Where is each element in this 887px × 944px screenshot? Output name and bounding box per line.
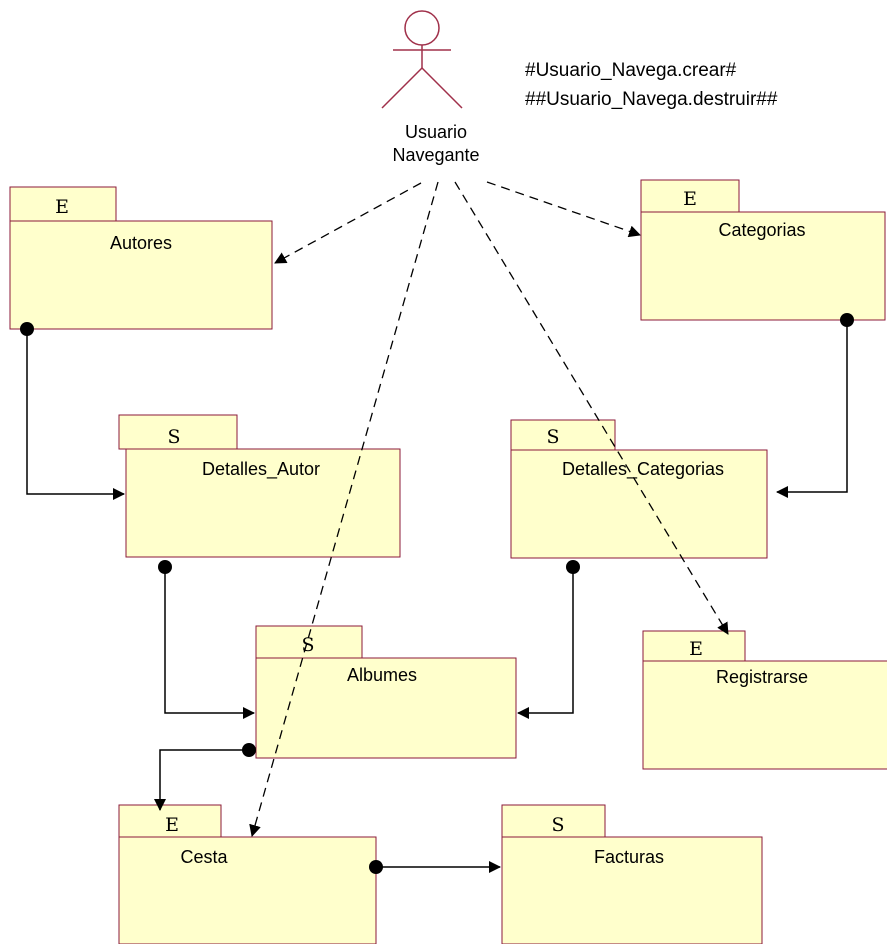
package-tab [501, 804, 606, 838]
package-stereotype: S [167, 426, 180, 448]
package-name: Categorias [718, 220, 805, 240]
package-tab [510, 419, 616, 451]
package-body [118, 836, 377, 944]
package-tab [118, 414, 238, 450]
package-autores[interactable]: E Autores [9, 186, 273, 330]
actor-name-line2: Navegante [392, 145, 479, 165]
package-name: Detalles_Autor [202, 459, 320, 480]
dependency-actor-categorias [486, 181, 641, 238]
package-tab [9, 186, 117, 222]
actor-left-leg [381, 67, 423, 109]
package-stereotype: E [689, 638, 703, 660]
package-body [501, 836, 763, 944]
dot-albumes [242, 743, 256, 757]
package-tab [118, 804, 222, 838]
package-detalles-categorias[interactable]: S Detalles_Categorias [510, 419, 768, 559]
package-name: Detalles_Categorias [562, 459, 724, 480]
connector-categorias-detalles-categorias [776, 320, 848, 498]
package-detalles-autor[interactable]: S Detalles_Autor [118, 414, 401, 558]
dot-detalles-categorias [566, 560, 580, 574]
package-name: Facturas [594, 847, 664, 867]
connector-autores-detalles-autor [26, 329, 125, 500]
note-crear: #Usuario_Navega.crear# [525, 60, 737, 81]
package-name: Registrarse [716, 667, 808, 687]
connector-dots [20, 313, 854, 874]
dot-detalles-autor [158, 560, 172, 574]
package-name: Albumes [347, 665, 417, 685]
solid-connectors [26, 320, 848, 873]
note-destruir: ##Usuario_Navega.destruir## [525, 89, 778, 110]
package-body [255, 657, 517, 759]
package-stereotype: E [165, 814, 179, 836]
package-body [9, 220, 273, 330]
package-name: Autores [110, 233, 172, 253]
package-stereotype: E [683, 188, 697, 210]
actor-right-leg [421, 67, 463, 109]
actor-head [404, 10, 440, 46]
package-cesta[interactable]: E Cesta [118, 804, 377, 944]
actor-name-line1: Usuario [405, 122, 467, 142]
connector-detalles-categorias-albumes [517, 567, 574, 719]
package-stereotype: S [551, 814, 564, 836]
package-stereotype: S [546, 426, 559, 448]
package-facturas[interactable]: S Facturas [501, 804, 763, 944]
package-body [510, 449, 768, 559]
dot-cesta [369, 860, 383, 874]
package-albumes[interactable]: S Albumes [255, 625, 517, 759]
package-categorias[interactable]: E Categorias [640, 179, 886, 321]
package-registrarse[interactable]: E Registrarse [642, 630, 887, 770]
dot-categorias [840, 313, 854, 327]
dependency-actor-cesta [249, 181, 439, 837]
dashed-dependencies [249, 181, 729, 837]
package-body [642, 660, 887, 770]
package-body [125, 448, 401, 558]
actor-usuario-navegante: Usuario Navegante [381, 10, 480, 165]
connector-detalles-autor-albumes [164, 567, 255, 719]
connector-albumes-cesta [154, 749, 249, 811]
package-stereotype: E [55, 196, 69, 218]
dependency-actor-autores [274, 182, 422, 264]
dot-autores [20, 322, 34, 336]
dependency-actor-registrarse [454, 181, 729, 635]
package-body [640, 211, 886, 321]
package-tab [640, 179, 740, 213]
package-name: Cesta [180, 847, 228, 867]
